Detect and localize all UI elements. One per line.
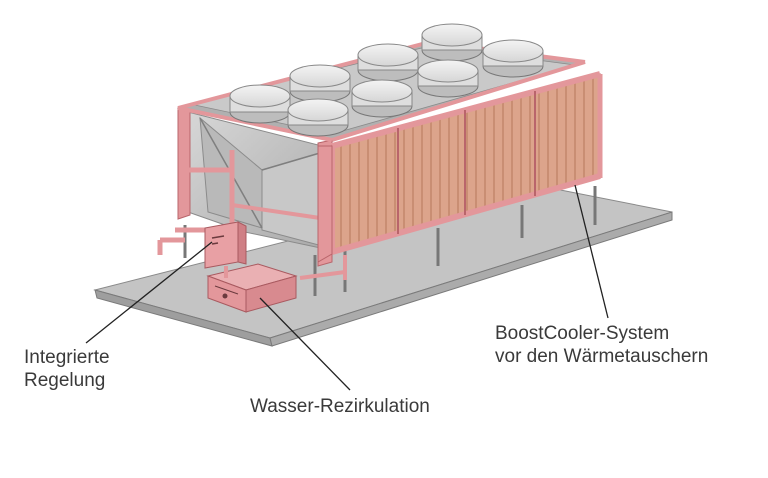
leader-regelung bbox=[85, 241, 213, 344]
water-tank bbox=[206, 263, 298, 313]
callout-integrated-control-line2: Regelung bbox=[24, 370, 106, 391]
callout-boostcooler-line2: vor den Wärmetauschern bbox=[495, 346, 709, 367]
fan-4 bbox=[421, 23, 483, 62]
callout-integrated-control-line1: Integrierte bbox=[24, 347, 110, 368]
fan-2 bbox=[289, 64, 351, 103]
fan-5 bbox=[287, 98, 349, 137]
fan-7 bbox=[417, 59, 479, 98]
callout-boostcooler: BoostCooler-System vor den Wärmetauscher… bbox=[495, 322, 708, 368]
fan-3 bbox=[357, 43, 419, 82]
fan-1 bbox=[229, 84, 291, 124]
control-cabinet bbox=[204, 221, 247, 269]
leader-wasser bbox=[259, 297, 351, 391]
leader-lines bbox=[85, 184, 609, 391]
callout-boostcooler-line1: BoostCooler-System bbox=[495, 323, 670, 344]
callout-integrated-control: Integrierte Regelung bbox=[24, 346, 110, 392]
boostcooler-panels bbox=[317, 71, 603, 263]
leader-boostcooler bbox=[574, 184, 609, 319]
fan-6 bbox=[351, 79, 413, 118]
callout-water-recirculation-text: Wasser-Rezirkulation bbox=[250, 396, 430, 417]
fans bbox=[229, 23, 544, 137]
fan-8 bbox=[482, 39, 544, 78]
callout-water-recirculation: Wasser-Rezirkulation bbox=[250, 395, 430, 418]
